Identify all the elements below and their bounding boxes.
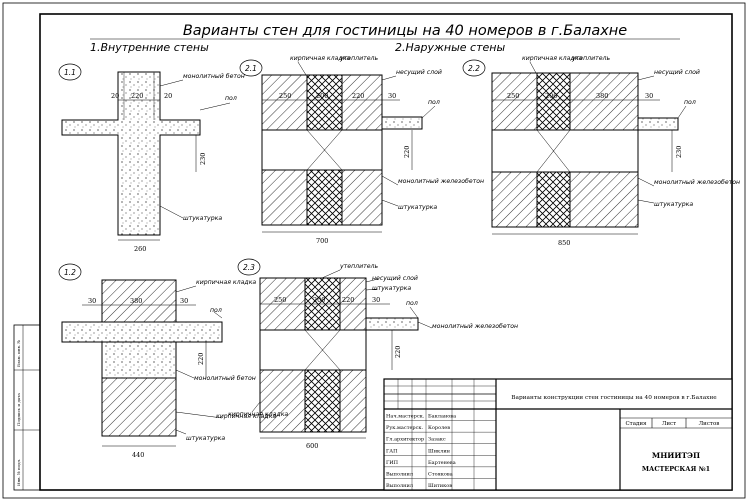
org-workshop: МАСТЕРСКАЯ №1 xyxy=(642,465,710,473)
svg-text:220: 220 xyxy=(403,146,411,158)
svg-text:220: 220 xyxy=(342,296,354,304)
sheet-title: Варианты стен для гостиницы на 40 номеро… xyxy=(183,23,627,39)
margin-stamp: Взам. инв. № Подпись и дата Инв. № подл. xyxy=(13,324,41,491)
svg-text:монолитный железобетон: монолитный железобетон xyxy=(398,177,484,185)
svg-text:штукатурка: штукатурка xyxy=(398,204,437,211)
svg-text:кирпичная кладка: кирпичная кладка xyxy=(216,413,276,420)
detail-1-2: 1.2 30 380 30 220 440 кирпичная кладка п… xyxy=(58,263,276,459)
svg-text:380: 380 xyxy=(130,297,142,305)
svg-text:монолитный бетон: монолитный бетон xyxy=(183,72,245,80)
svg-text:20: 20 xyxy=(164,92,172,100)
section-internal: 1.Внутренние стены xyxy=(90,41,209,54)
svg-text:850: 850 xyxy=(558,239,570,247)
svg-text:30: 30 xyxy=(88,297,96,305)
signature-role: ГИП xyxy=(386,460,399,466)
svg-text:монолитный железобетон: монолитный железобетон xyxy=(432,322,518,330)
svg-text:200: 200 xyxy=(316,92,328,100)
detail-1-1: 1.1 20 220 20 230 260 монолитный бетон п… xyxy=(58,63,245,253)
svg-text:30: 30 xyxy=(372,296,380,304)
margin-stamp-2: Подпись и дата xyxy=(16,393,21,426)
svg-text:утеплитель: утеплитель xyxy=(339,263,378,270)
svg-text:утеплитель: утеплитель xyxy=(571,55,610,62)
svg-text:200: 200 xyxy=(545,92,557,100)
signature-role: Гл.архитектор xyxy=(386,437,424,443)
svg-text:380: 380 xyxy=(596,92,608,100)
svg-text:220: 220 xyxy=(197,353,205,365)
svg-text:2.1: 2.1 xyxy=(245,64,257,73)
signature-role: Выполнил xyxy=(386,483,413,489)
svg-text:штукатурка: штукатурка xyxy=(186,435,225,442)
signature-name: Шиклин xyxy=(428,448,451,454)
svg-text:несущий слой: несущий слой xyxy=(372,275,418,282)
svg-text:пол: пол xyxy=(210,307,222,314)
svg-text:штукатурка: штукатурка xyxy=(654,201,693,208)
svg-text:440: 440 xyxy=(132,451,144,459)
svg-text:600: 600 xyxy=(306,442,318,450)
org-name: МНИИТЭП xyxy=(652,451,700,460)
signature-name: Королев xyxy=(428,425,450,431)
svg-text:250: 250 xyxy=(507,92,519,100)
detail-2-3: 2.3 250 200 220 30 220 600 утеплитель не… xyxy=(228,258,518,450)
svg-text:250: 250 xyxy=(274,296,286,304)
svg-text:Лист: Лист xyxy=(662,421,676,427)
signature-role: Рук.мастерск. xyxy=(386,425,424,431)
signature-name: Стоякова xyxy=(428,471,453,477)
margin-stamp-1: Взам. инв. № xyxy=(16,340,21,367)
svg-text:220: 220 xyxy=(394,346,402,358)
svg-text:Стадия: Стадия xyxy=(625,421,647,427)
svg-text:кирпичная кладка: кирпичная кладка xyxy=(196,279,256,286)
svg-text:штукатурка: штукатурка xyxy=(372,285,411,292)
signature-role: ГАП xyxy=(386,448,398,454)
svg-text:2.3: 2.3 xyxy=(243,263,255,272)
svg-text:2.2: 2.2 xyxy=(468,64,480,73)
svg-text:пол: пол xyxy=(684,99,696,106)
signature-role: Выполнил xyxy=(386,471,413,477)
section-external: 2.Наружные стены xyxy=(395,41,505,54)
signature-name: Бартенева xyxy=(428,460,456,466)
signature-name: Бакланова xyxy=(428,414,456,420)
margin-stamp-3: Инв. № подл. xyxy=(16,459,21,486)
svg-text:30: 30 xyxy=(388,92,396,100)
svg-text:пол: пол xyxy=(225,95,237,102)
svg-text:утеплитель: утеплитель xyxy=(339,55,378,62)
svg-text:30: 30 xyxy=(180,297,188,305)
svg-text:несущий слой: несущий слой xyxy=(654,69,700,76)
detail-id: 1.1 xyxy=(64,68,76,77)
svg-text:монолитный железобетон: монолитный железобетон xyxy=(654,178,740,186)
svg-text:20: 20 xyxy=(111,92,119,100)
svg-text:кирпичная кладка: кирпичная кладка xyxy=(290,55,350,62)
svg-text:220: 220 xyxy=(352,92,364,100)
svg-text:Листов: Листов xyxy=(699,421,720,427)
svg-text:штукатурка: штукатурка xyxy=(183,215,222,222)
detail-2-1: 2.1 250 200 220 30 220 700 кирпичная кла… xyxy=(239,55,484,245)
signature-name: Зазакс xyxy=(428,437,446,443)
signature-name: Шитиков xyxy=(428,483,452,489)
svg-text:кирпичная кладка: кирпичная кладка xyxy=(522,55,582,62)
svg-text:пол: пол xyxy=(428,99,440,106)
svg-text:220: 220 xyxy=(131,92,143,100)
svg-text:230: 230 xyxy=(675,146,683,158)
svg-text:пол: пол xyxy=(406,300,418,307)
svg-text:700: 700 xyxy=(316,237,328,245)
svg-text:несущий слой: несущий слой xyxy=(396,69,442,76)
title-block-description: Варианты конструкции стен гостиницы на 4… xyxy=(511,395,717,401)
svg-text:монолитный бетон: монолитный бетон xyxy=(194,374,256,382)
signature-role: Нач.мастерск. xyxy=(386,414,425,420)
svg-text:1.2: 1.2 xyxy=(64,268,76,277)
svg-text:230: 230 xyxy=(199,153,207,165)
svg-text:250: 250 xyxy=(279,92,291,100)
svg-text:кирпичная кладка: кирпичная кладка xyxy=(228,411,288,418)
title-block: Варианты конструкции стен гостиницы на 4… xyxy=(383,378,733,491)
detail-2-2: 2.2 250 200 380 30 230 850 кирпичная кла… xyxy=(462,55,740,247)
svg-text:30: 30 xyxy=(645,92,653,100)
svg-text:200: 200 xyxy=(313,296,325,304)
svg-text:260: 260 xyxy=(134,245,146,253)
